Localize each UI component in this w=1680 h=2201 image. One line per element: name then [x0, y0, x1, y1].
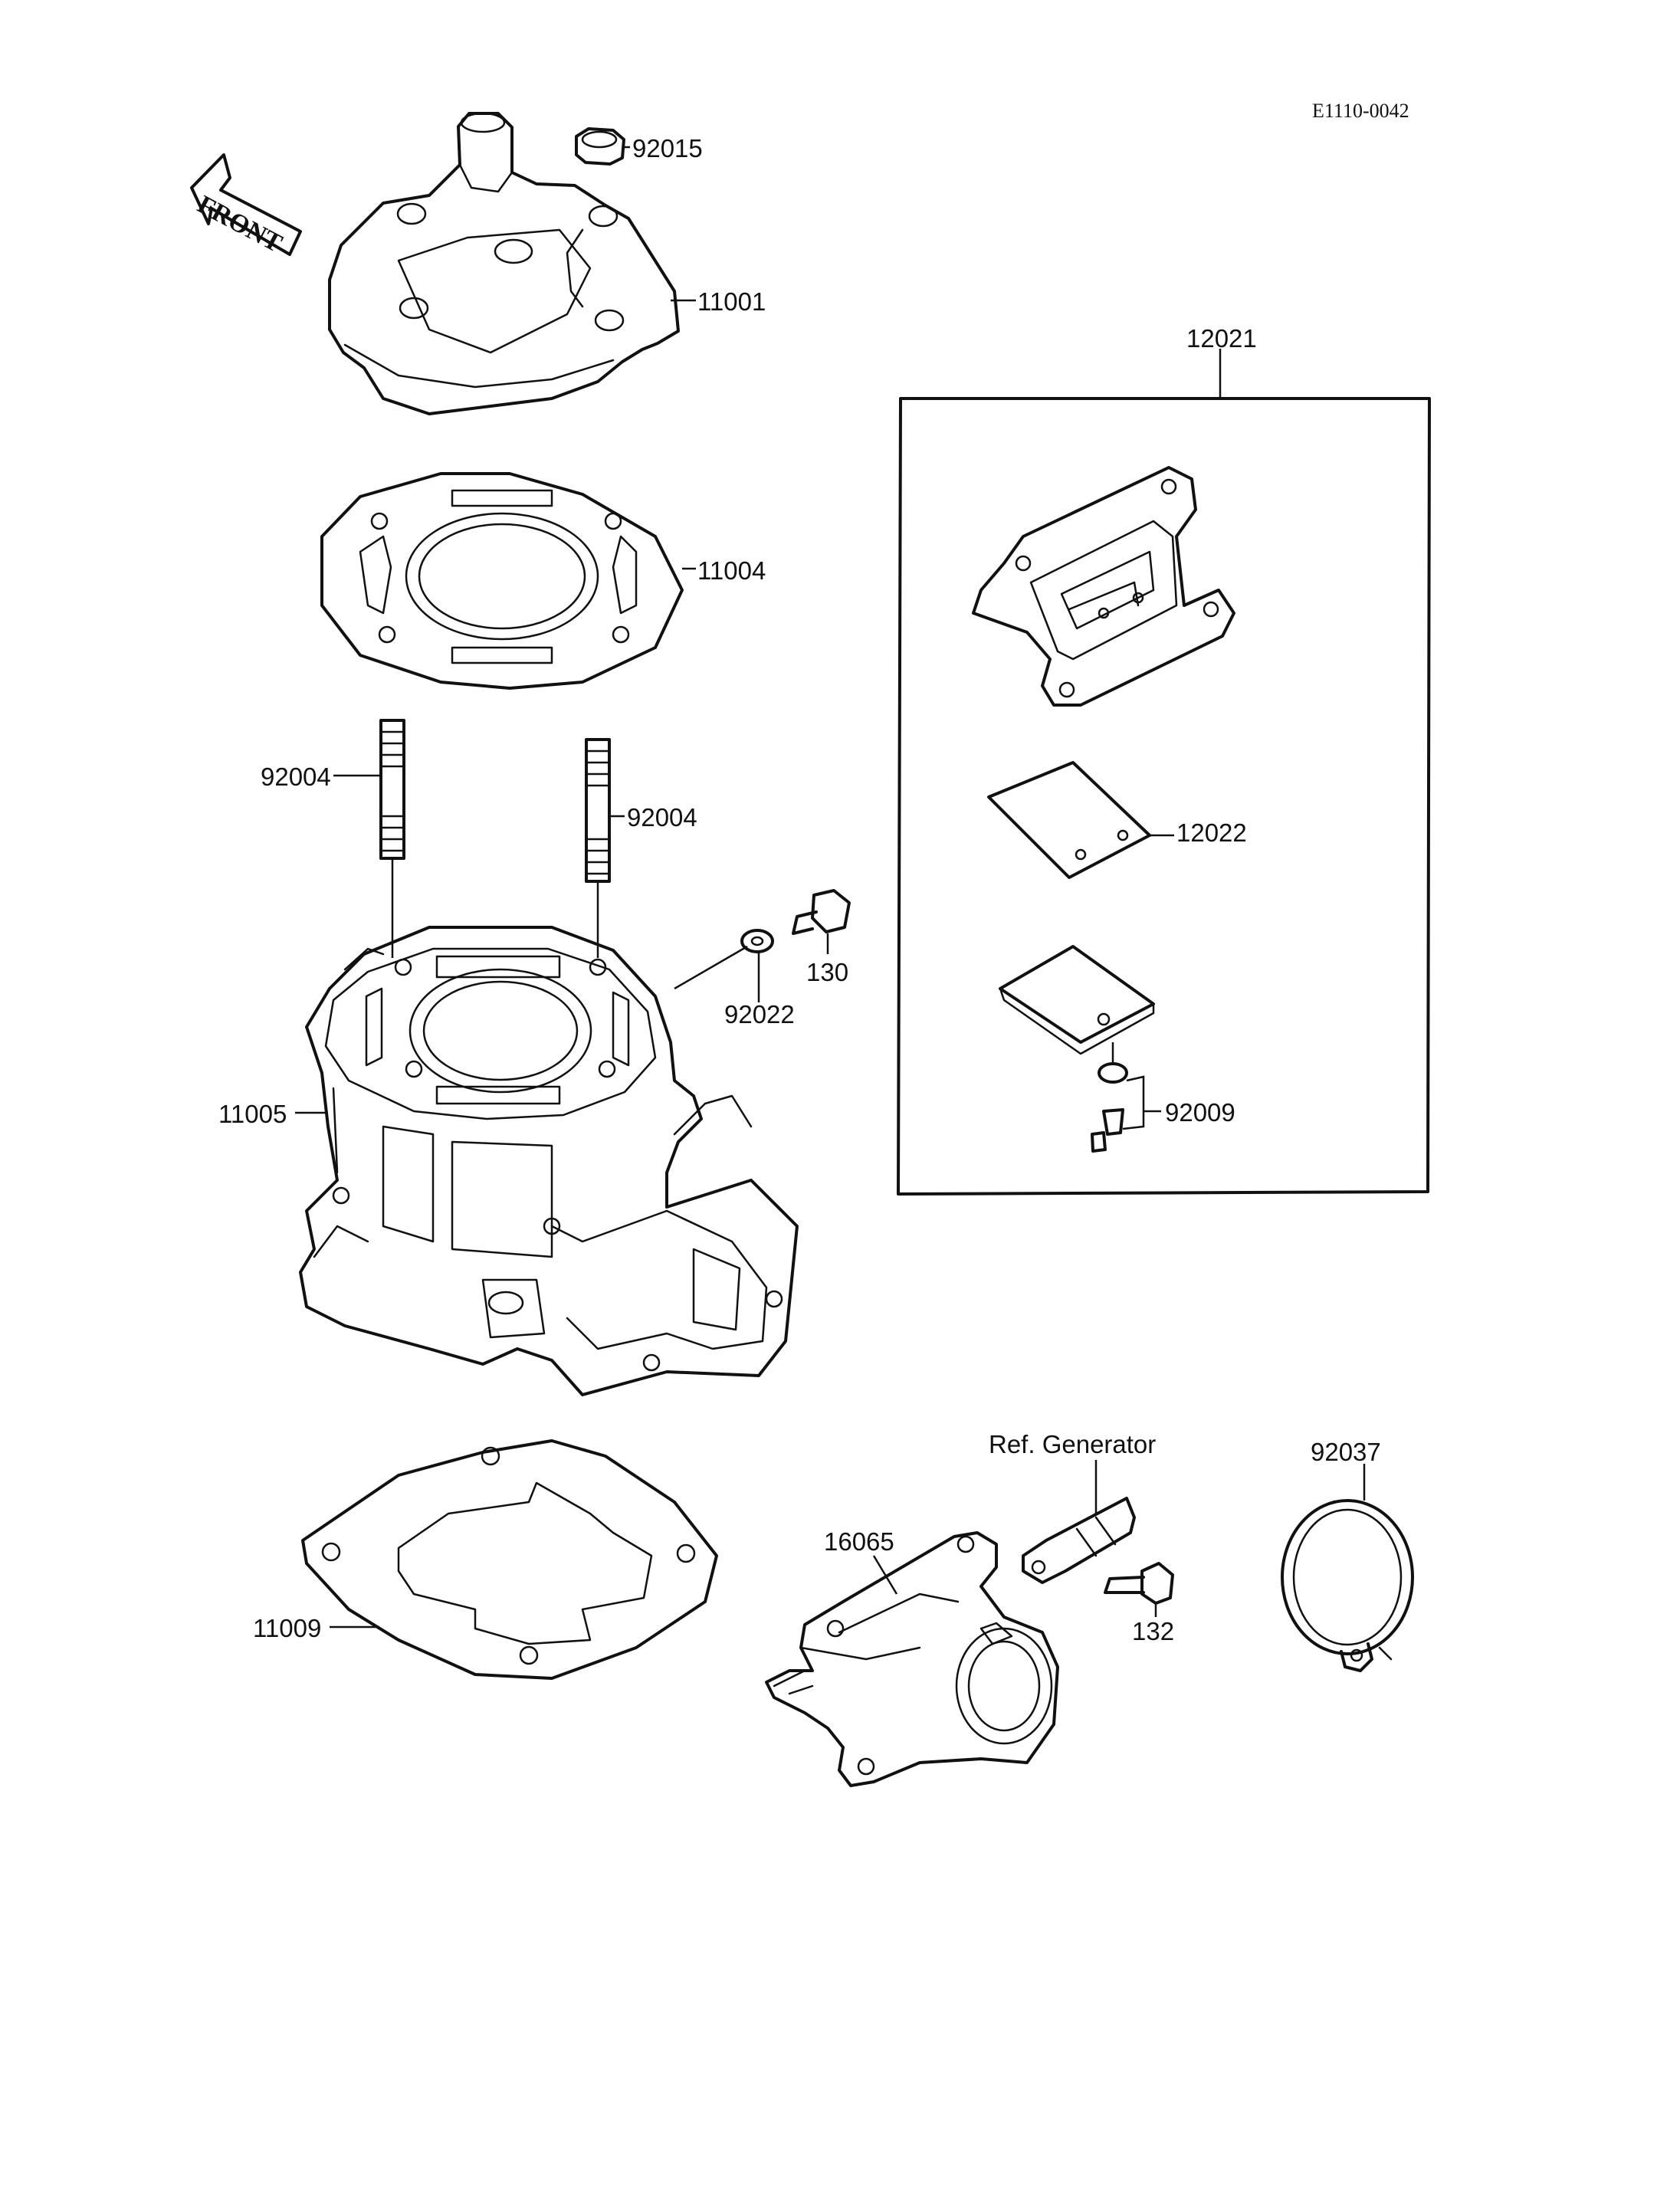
label-12021: 12021 — [1186, 324, 1257, 353]
label-11001: 11001 — [697, 287, 766, 316]
stud-left-icon — [379, 719, 405, 860]
front-arrow-icon — [190, 153, 302, 256]
bolt-132-icon — [1104, 1562, 1174, 1605]
label-11009: 11009 — [253, 1614, 322, 1642]
label-92015: 92015 — [632, 134, 703, 162]
label-92004-right: 92004 — [627, 803, 697, 832]
reed-screw-icon — [1091, 1062, 1128, 1153]
label-11004: 11004 — [697, 556, 766, 585]
label-11005: 11005 — [218, 1100, 287, 1128]
leader-lines — [295, 146, 1366, 1629]
label-92037: 92037 — [1311, 1438, 1381, 1466]
bolt-130-icon — [792, 889, 851, 935]
base-gasket-icon — [301, 1439, 718, 1680]
head-nut-icon — [575, 127, 625, 166]
label-ref-generator: Ref. Generator — [989, 1430, 1157, 1458]
head-gasket-icon — [320, 472, 684, 690]
label-132: 132 — [1132, 1617, 1175, 1645]
generator-connector-icon — [1022, 1497, 1136, 1584]
diagram-code: E1110-0042 — [1312, 100, 1409, 122]
stud-right-icon — [585, 738, 611, 883]
label-92009: 92009 — [1165, 1098, 1235, 1127]
reed-icon — [987, 761, 1151, 879]
label-12022: 12022 — [1176, 818, 1247, 847]
washer-icon — [740, 929, 774, 953]
label-92022: 92022 — [724, 1000, 795, 1028]
reed-stopper-icon — [999, 945, 1155, 1055]
cylinder-head-icon — [328, 112, 680, 415]
intake-manifold-icon — [765, 1531, 1059, 1787]
clamp-icon — [1281, 1499, 1414, 1672]
label-16065: 16065 — [824, 1527, 894, 1556]
reed-assembly-box — [897, 397, 1431, 1196]
reed-cage-icon — [972, 466, 1235, 707]
label-130: 130 — [806, 958, 849, 986]
label-92004-left: 92004 — [261, 763, 331, 791]
cylinder-icon — [299, 926, 799, 1396]
